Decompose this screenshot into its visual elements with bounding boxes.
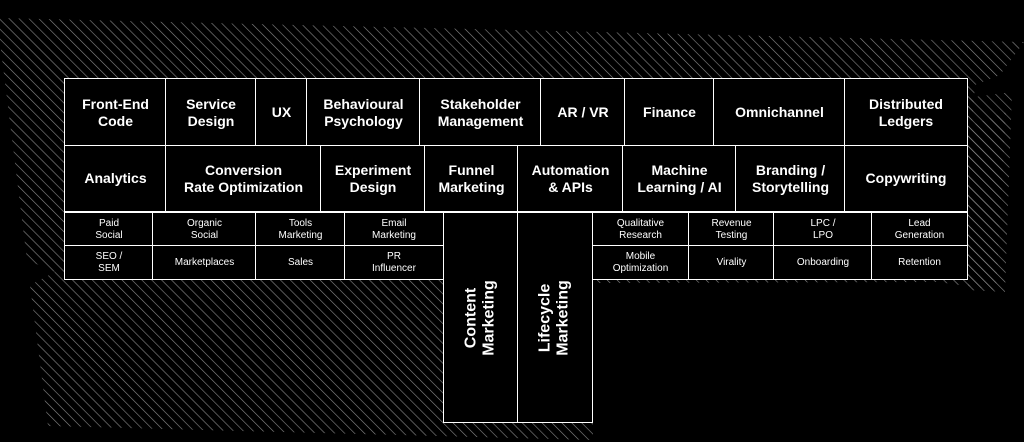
skill-copywriting: Copywriting	[844, 145, 968, 212]
skill-email-marketing: Email Marketing	[344, 212, 444, 247]
skill-ux: UX	[255, 78, 308, 147]
skill-mobile-optimization: Mobile Optimization	[591, 245, 690, 280]
skill-conversion-rate-optimization: Conversion Rate Optimization	[165, 145, 322, 212]
skill-onboarding: Onboarding	[773, 245, 873, 280]
skill-sales: Sales	[255, 245, 346, 280]
skill-virality: Virality	[688, 245, 775, 280]
skill-revenue-testing: Revenue Testing	[688, 212, 775, 247]
lifecycle-marketing-label: Lifecycle Marketing	[536, 279, 572, 356]
skill-service-design: Service Design	[165, 78, 257, 147]
skill-experiment-design: Experiment Design	[320, 145, 426, 212]
skill-seo-sem: SEO / SEM	[64, 245, 154, 280]
skill-stakeholder-management: Stakeholder Management	[419, 78, 542, 147]
hatched-shape-right	[966, 92, 1012, 292]
column-lifecycle-marketing: Lifecycle Marketing	[517, 212, 593, 423]
skill-paid-social: Paid Social	[64, 212, 154, 247]
skill-finance: Finance	[624, 78, 715, 147]
skill-machine-learning-ai: Machine Learning / AI	[622, 145, 737, 212]
skill-lpc-lpo: LPC / LPO	[773, 212, 873, 247]
skill-distributed-ledgers: Distributed Ledgers	[844, 78, 968, 147]
column-content-marketing: Content Marketing	[443, 212, 519, 423]
skill-lead-generation: Lead Generation	[871, 212, 968, 247]
content-marketing-label: Content Marketing	[462, 279, 498, 356]
skill-branding-storytelling: Branding / Storytelling	[735, 145, 846, 212]
skill-retention: Retention	[871, 245, 968, 280]
skill-funnel-marketing: Funnel Marketing	[424, 145, 519, 212]
skill-marketplaces: Marketplaces	[152, 245, 257, 280]
skill-behavioural-psychology: Behavioural Psychology	[306, 78, 421, 147]
skill-omnichannel: Omnichannel	[713, 78, 846, 147]
skill-organic-social: Organic Social	[152, 212, 257, 247]
skill-automation-apis: Automation & APIs	[517, 145, 624, 212]
skill-analytics: Analytics	[64, 145, 167, 212]
skill-pr-influencer: PR Influencer	[344, 245, 444, 280]
skill-ar-vr: AR / VR	[540, 78, 626, 147]
skill-tools-marketing: Tools Marketing	[255, 212, 346, 247]
skill-front-end-code: Front-End Code	[64, 78, 167, 147]
skill-qualitative-research: Qualitative Research	[591, 212, 690, 247]
